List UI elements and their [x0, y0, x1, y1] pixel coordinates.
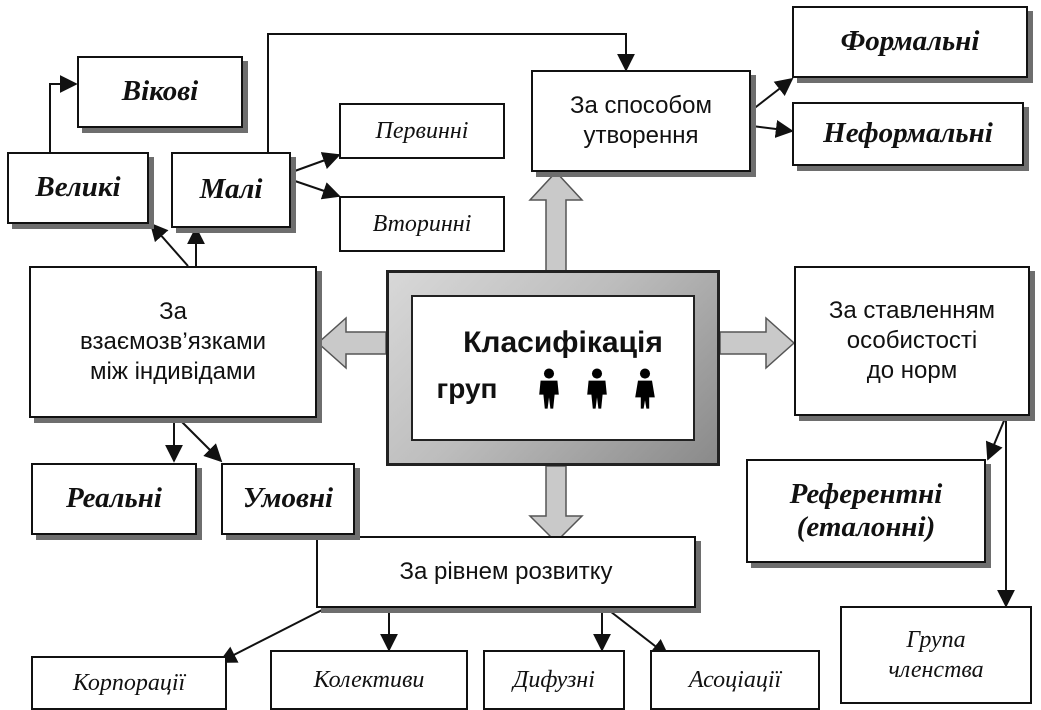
reference-groups: Референтні (еталонні) — [746, 459, 986, 563]
associations: Асоціації — [650, 650, 820, 710]
conditional-groups: Умовні — [221, 463, 355, 535]
connector-relations-to-conditional — [177, 417, 223, 463]
collectives: Колективи — [270, 650, 468, 710]
formal-groups: Формальні — [792, 6, 1028, 78]
attitude-criterion: За ставленням особистості до норм — [794, 266, 1030, 416]
age-groups: Вікові — [77, 56, 243, 128]
center-classification: Класифікація груп — [386, 270, 720, 466]
secondary-groups: Вторинні — [339, 196, 505, 252]
relations-criterion: За взаємозв’язками між індивідами — [29, 266, 317, 418]
person-icon — [587, 368, 608, 409]
connector-attitude-to-reference — [985, 415, 1007, 461]
connector-small-to-formation — [267, 33, 635, 152]
person-icon — [635, 368, 656, 409]
block-arrow-up — [528, 170, 584, 273]
connector-small-to-secondary — [291, 179, 341, 200]
development-criterion: За рівнем розвитку — [316, 536, 696, 608]
person-icon — [539, 368, 560, 409]
diffuse-groups: Дифузні — [483, 650, 625, 710]
connector-development-to-corporations — [218, 607, 327, 663]
informal-groups: Неформальні — [792, 102, 1024, 166]
center-subtitle: груп — [436, 373, 498, 404]
large-groups: Великі — [7, 152, 149, 224]
center-title: Класифікація — [463, 326, 663, 359]
center-row: груп — [437, 368, 670, 410]
connector-formation-to-formal — [751, 77, 794, 111]
corporations: Корпорації — [31, 656, 227, 710]
real-groups: Реальні — [31, 463, 197, 535]
connector-large-to-age — [49, 75, 78, 152]
block-arrow-down — [528, 465, 584, 544]
membership-group: Група членства — [840, 606, 1032, 704]
connector-development-to-associations — [605, 607, 670, 658]
primary-groups: Первинні — [339, 103, 505, 159]
connector-formation-to-informal — [751, 120, 794, 138]
block-arrow-left — [316, 316, 387, 370]
formation-criterion: За способом утворення — [531, 70, 751, 172]
small-groups: Малі — [171, 152, 291, 228]
block-arrow-right — [719, 316, 796, 370]
connector-relations-to-large — [149, 222, 189, 267]
connector-small-to-primary — [291, 152, 341, 173]
center-panel: Класифікація груп — [411, 295, 695, 441]
